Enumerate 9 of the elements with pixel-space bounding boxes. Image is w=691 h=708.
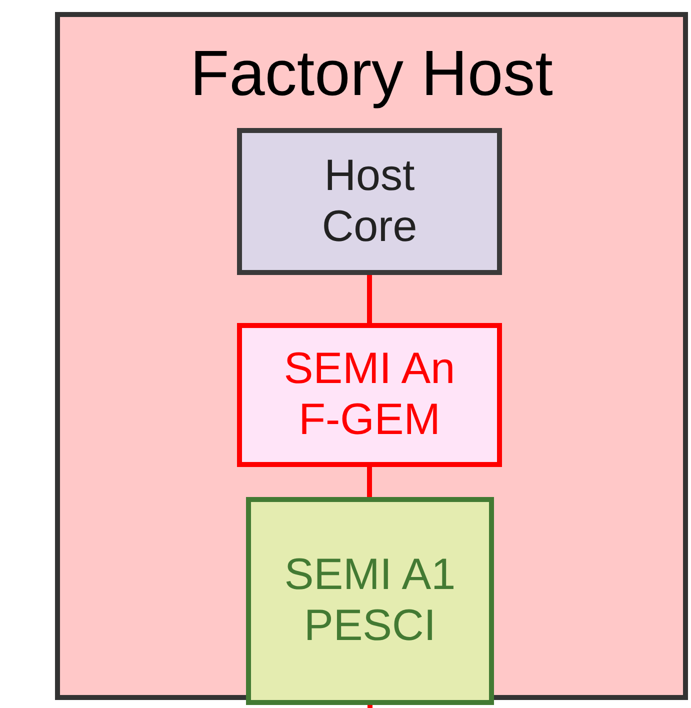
process-box (237, 128, 502, 275)
connector-line (368, 705, 372, 708)
node-label: Host Core (320, 150, 418, 252)
connector-line (367, 467, 372, 497)
node-label: SEMI A1 PESCI (283, 550, 457, 652)
process-box (237, 323, 502, 467)
process-box (246, 497, 494, 705)
connector-line (367, 275, 372, 323)
node-label: SEMI An F-GEM (282, 344, 456, 446)
